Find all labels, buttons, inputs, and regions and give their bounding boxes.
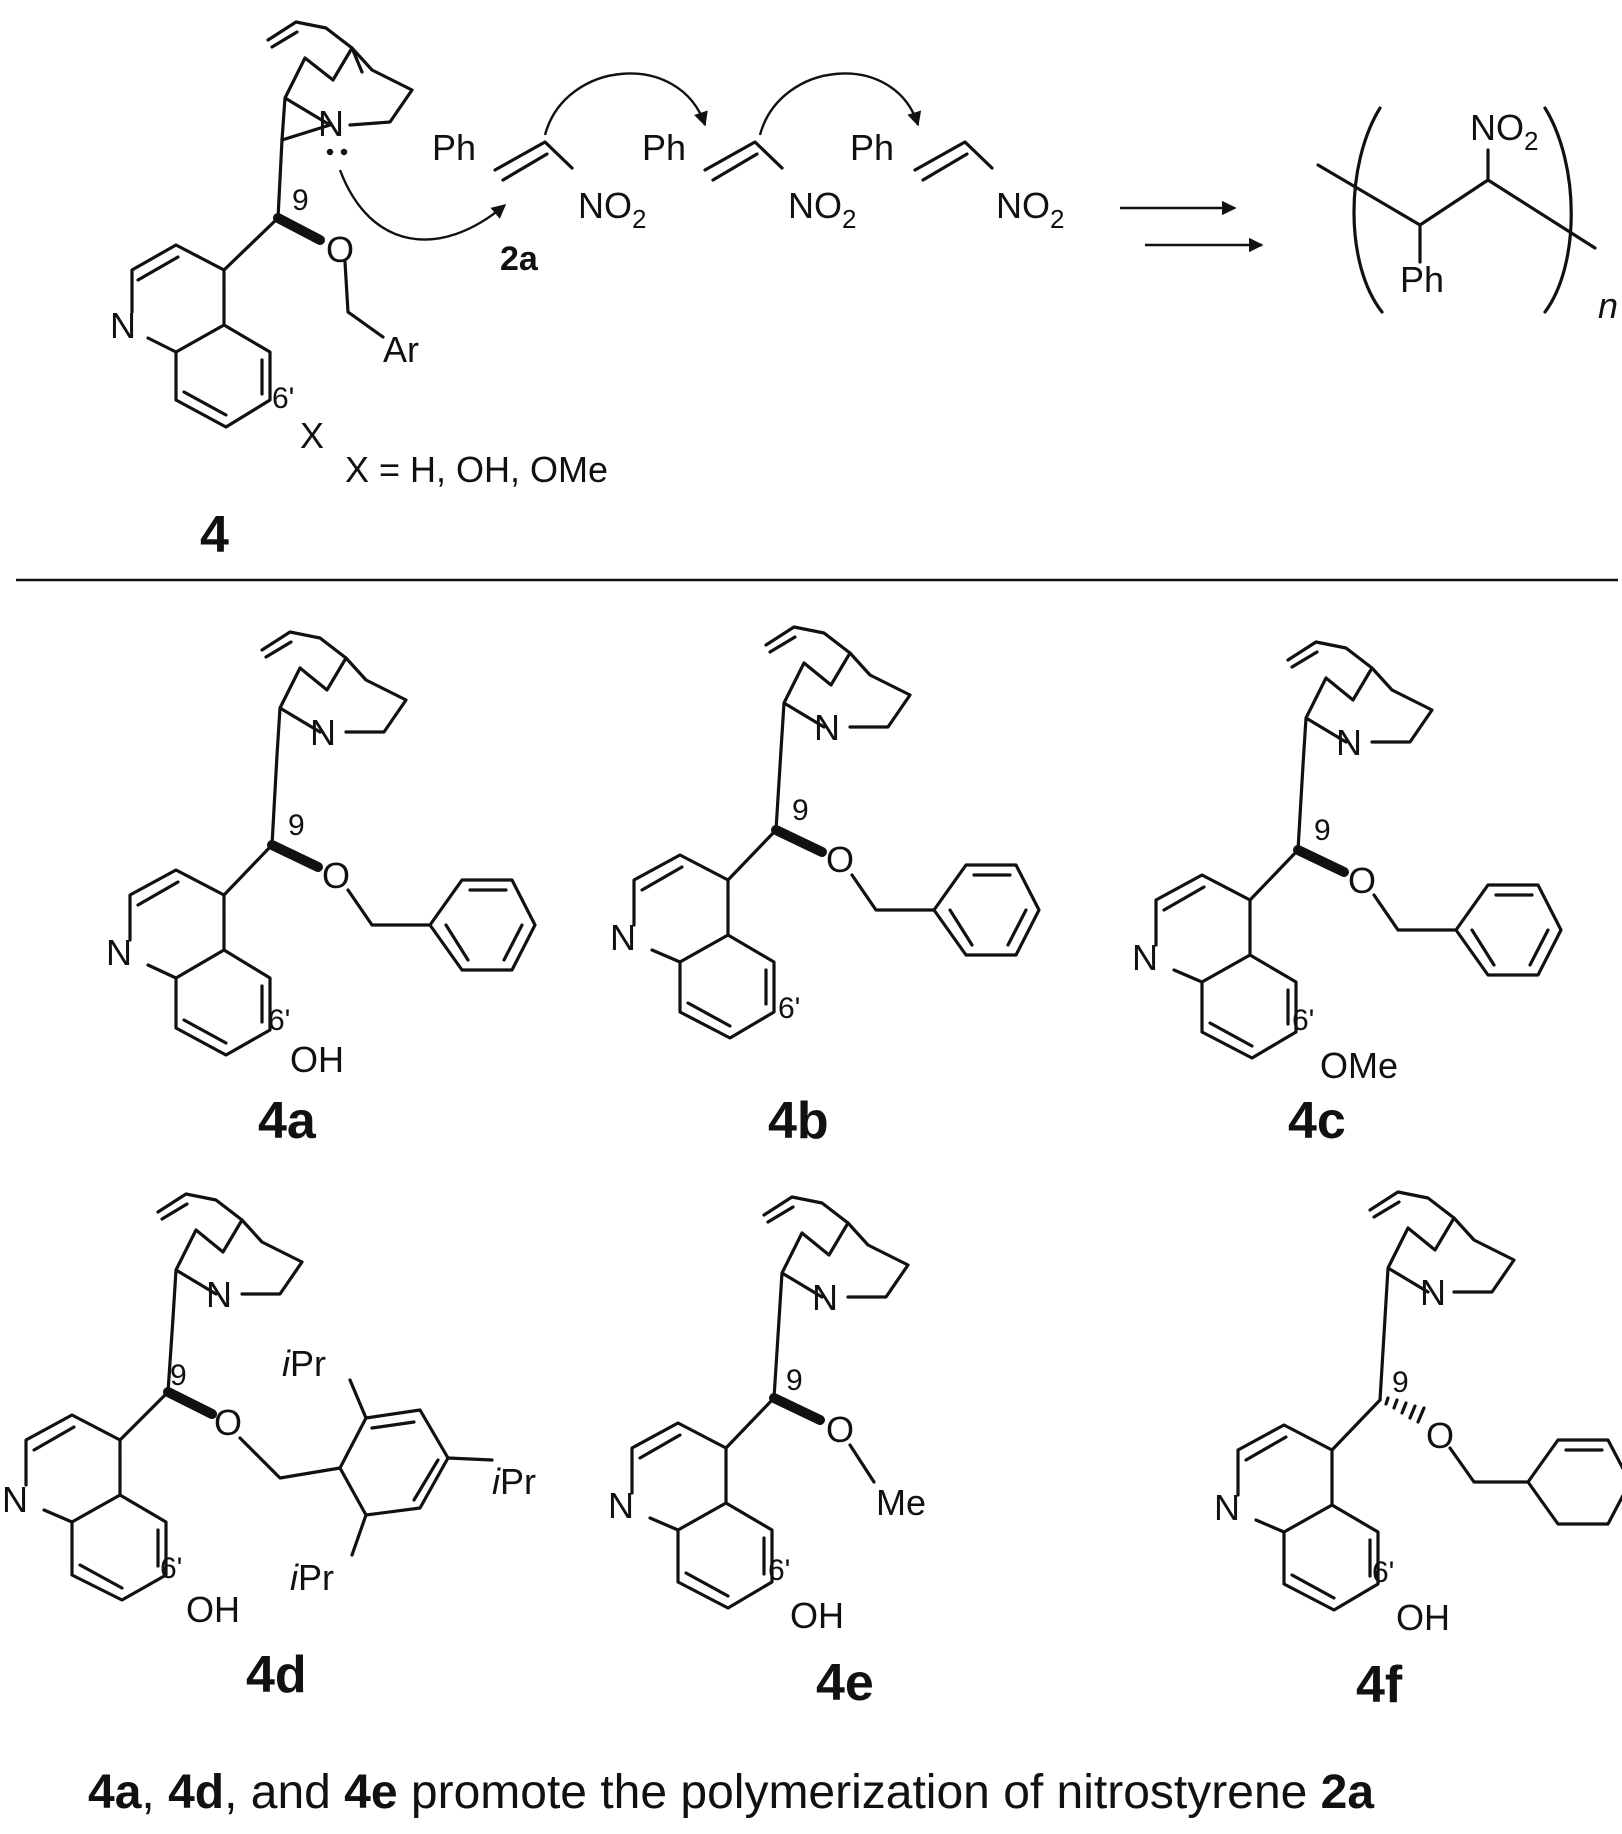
polymer-structure [1316, 106, 1597, 314]
substrate-label-2a: 2a [500, 240, 539, 278]
4e-oxygen: O [826, 1409, 854, 1450]
4f-oxygen: O [1426, 1415, 1454, 1456]
aryl-group: Ar [383, 329, 419, 370]
4b-nitrogen: N [814, 707, 840, 748]
4b-locant-6-prime: 6' [778, 992, 800, 1025]
4a-oxygen: O [322, 855, 350, 896]
4d-substituent: OH [186, 1589, 240, 1630]
4c-nitrogen: N [1336, 722, 1362, 763]
compound-label-4b: 4b [768, 1092, 829, 1150]
4b-locant-9: 9 [792, 794, 809, 827]
4a-nitrogen: N [310, 712, 336, 753]
monomer-3: Ph NO2 [850, 127, 1064, 234]
locant-6-prime: 6' [272, 382, 294, 415]
4a-quinoline-nitrogen: N [106, 932, 132, 973]
polymer-nitro: NO2 [1470, 107, 1538, 156]
4f-quinoline-nitrogen: N [1214, 1487, 1240, 1528]
4c-oxygen: O [1348, 860, 1376, 901]
4c-locant-9: 9 [1314, 814, 1331, 847]
4a-locant-6-prime: 6' [268, 1004, 290, 1037]
4d-oxygen: O [214, 1402, 242, 1443]
4c-quinoline-nitrogen: N [1132, 937, 1158, 978]
4d-quinoline-nitrogen: N [2, 1479, 28, 1520]
repeat-index-n: n [1598, 285, 1618, 326]
compound-label-4d: 4d [246, 1646, 307, 1704]
lone-pair-dot [326, 148, 334, 156]
phenyl-1: Ph [432, 127, 476, 168]
nitrostyrene-chain [493, 72, 1264, 253]
4e-quinoline-nitrogen: N [608, 1485, 634, 1526]
lone-pair-dot [340, 148, 348, 156]
4d-ipr-para: iPr [492, 1461, 536, 1502]
scheme-caption: 4a, 4d, and 4e promote the polymerizatio… [88, 1766, 1374, 1819]
x-definition: X = H, OH, OMe [345, 449, 608, 490]
polymer-phenyl: Ph [1400, 259, 1444, 300]
compound-label-4a: 4a [258, 1092, 317, 1150]
4e-locant-9: 9 [786, 1364, 803, 1397]
4e-locant-6-prime: 6' [768, 1554, 790, 1587]
4d-locant-6-prime: 6' [160, 1552, 182, 1585]
compound-label-4f: 4f [1356, 1656, 1403, 1714]
ether-oxygen: O [326, 229, 354, 270]
locant-9: 9 [292, 184, 309, 217]
4a-substituent: OH [290, 1039, 344, 1080]
compound-label-4c: 4c [1288, 1092, 1346, 1150]
4b-quinoline-nitrogen: N [610, 917, 636, 958]
compound-4a-structure [128, 630, 537, 1057]
phenyl-3: Ph [850, 127, 894, 168]
quinoline-nitrogen: N [110, 305, 136, 346]
4e-substituent: OH [790, 1595, 844, 1636]
4f-locant-9: 9 [1392, 1366, 1409, 1399]
nitro-2: NO2 [788, 185, 856, 234]
4a-locant-9: 9 [288, 809, 305, 842]
nitro-1: NO2 [578, 185, 646, 234]
compound-4c-structure [1154, 640, 1563, 1060]
x-substituent: X [300, 415, 324, 456]
compound-label-4: 4 [200, 506, 229, 564]
4f-nitrogen: N [1420, 1272, 1446, 1313]
monomer-1: Ph NO2 [432, 127, 646, 234]
4d-nitrogen: N [206, 1274, 232, 1315]
4d-ipr-bottom: iPr [290, 1557, 334, 1598]
compound-4d-structure [24, 1192, 494, 1602]
4f-substituent: OH [1396, 1597, 1450, 1638]
compound-4f-structure [1236, 1190, 1622, 1612]
compound-label-4e: 4e [816, 1654, 874, 1712]
4e-methyl: Me [876, 1482, 926, 1523]
compound-4e-structure [630, 1195, 910, 1610]
4c-substituent: OMe [1320, 1045, 1398, 1086]
catalyst-4-structure [130, 20, 507, 429]
4f-locant-6-prime: 6' [1372, 1556, 1394, 1589]
catalyst-4-nitrogen: N [318, 103, 344, 144]
monomer-2: Ph NO2 [642, 127, 856, 234]
4e-nitrogen: N [812, 1277, 838, 1318]
compound-4b-structure [632, 625, 1041, 1040]
phenyl-2: Ph [642, 127, 686, 168]
4d-locant-9: 9 [170, 1359, 187, 1392]
4c-locant-6-prime: 6' [1292, 1004, 1314, 1037]
4d-ipr-top: iPr [282, 1343, 326, 1384]
4b-oxygen: O [826, 839, 854, 880]
nitro-3: NO2 [996, 185, 1064, 234]
